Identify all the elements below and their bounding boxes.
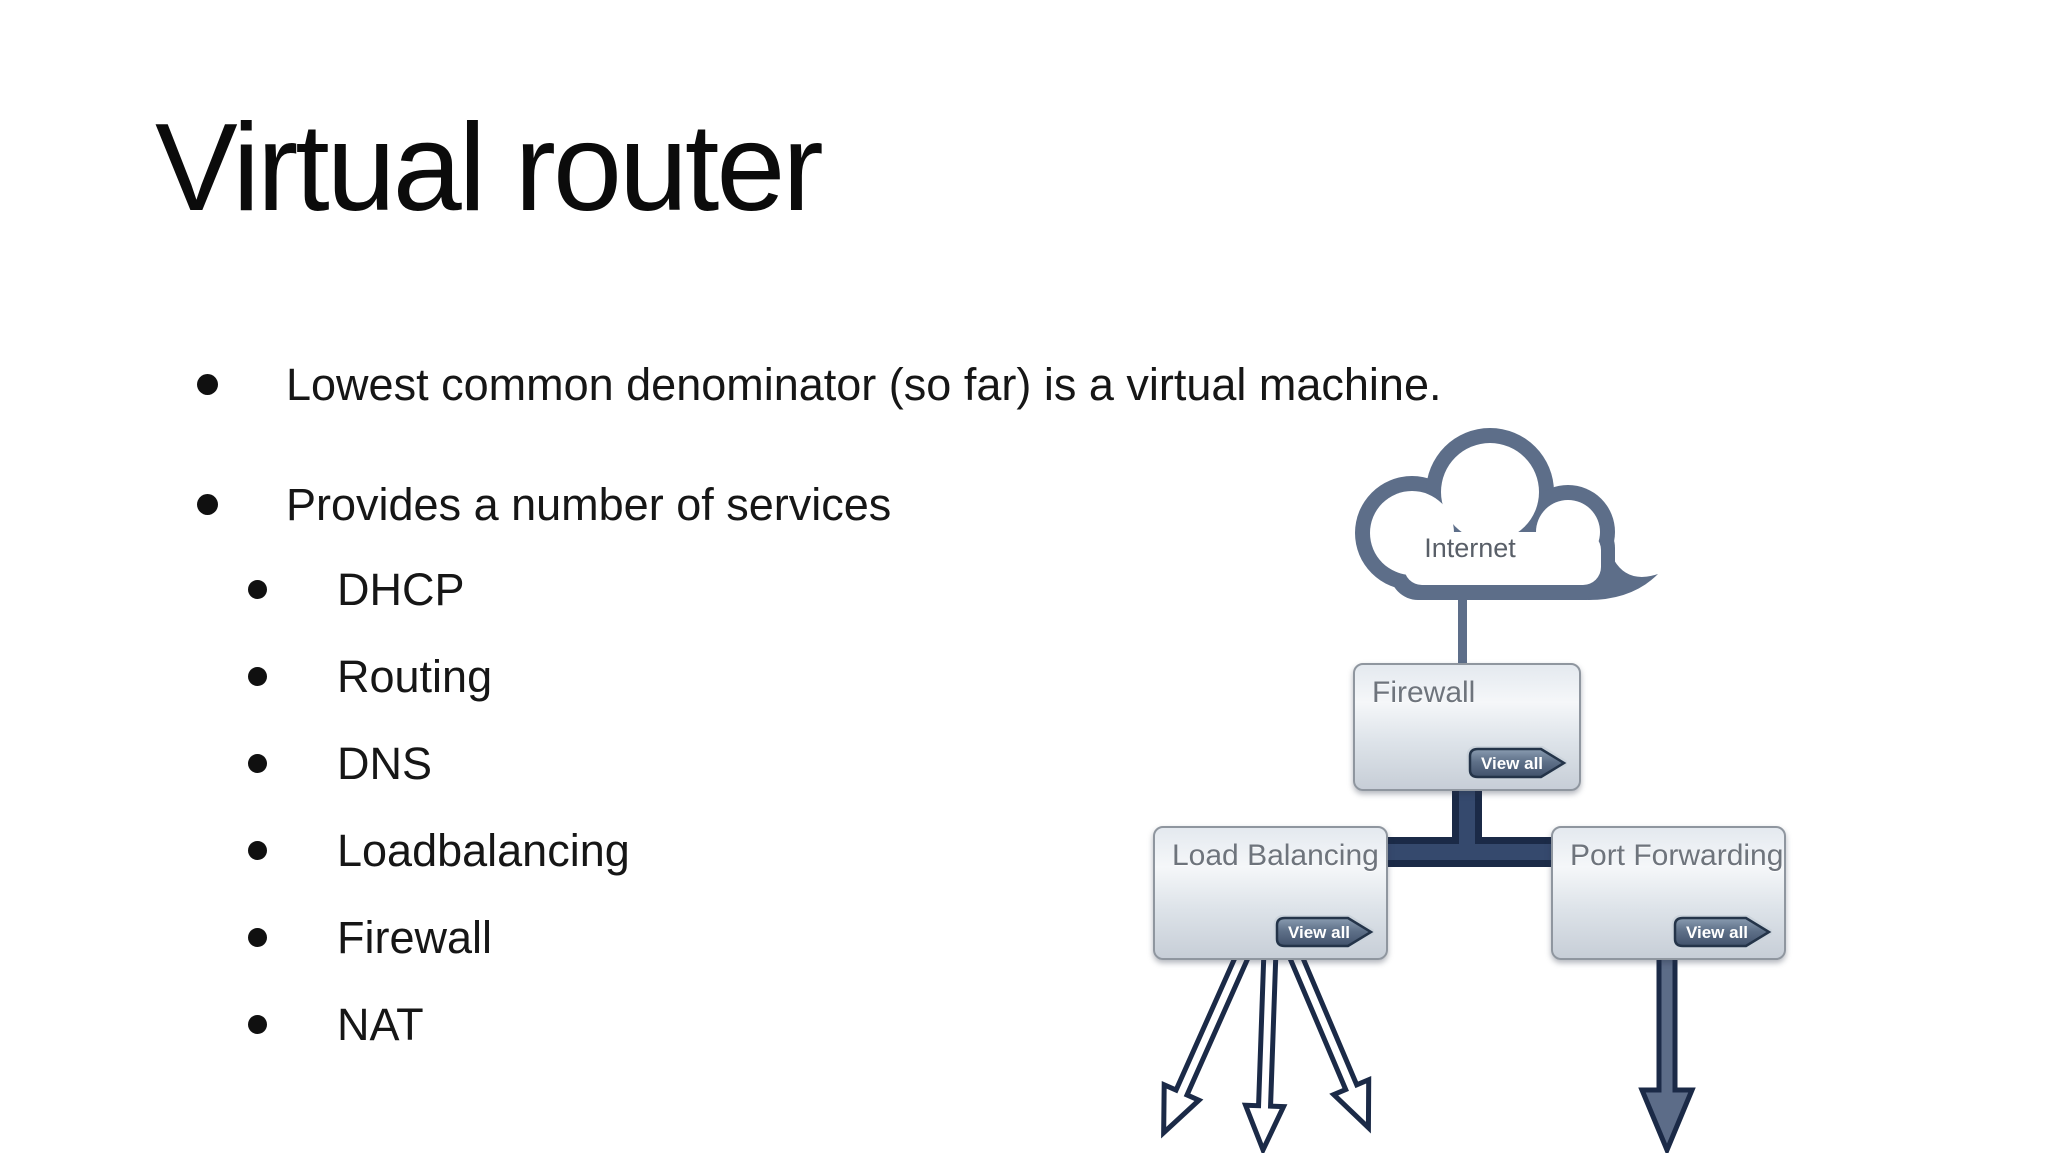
sub-bullet-text: Loadbalancing [337,825,630,876]
sub-bullet-text: Routing [337,651,493,702]
load-balancing-node: Load Balancing View all [1153,826,1388,960]
bullet-dot [248,841,267,860]
bullet-dot [248,754,267,773]
sub-bullet-text: NAT [337,999,424,1050]
down-arrow-icon [1638,949,1696,1153]
view-all-button[interactable]: View all [1670,915,1772,949]
bullet-item: Provides a number of services [197,478,1706,532]
bullet-dot [248,928,267,947]
view-all-button[interactable]: View all [1272,915,1374,949]
bullet-dot [197,374,218,395]
bullet-dot [248,667,267,686]
firewall-node: Firewall View all [1353,663,1581,791]
bullet-dot [248,1015,267,1034]
cloud-connector-line [1458,592,1467,667]
bullet-item: Lowest common denominator (so far) is a … [197,358,1706,412]
page-title: Virtual router [155,99,824,237]
view-all-button-label: View all [1686,923,1748,942]
port-forwarding-node: Port Forwarding View all [1551,826,1786,960]
sub-bullet-item: DNS [248,737,432,791]
view-all-button[interactable]: View all [1465,746,1567,780]
node-label: Firewall [1372,676,1476,709]
sub-bullet-item: Firewall [248,911,492,965]
node-label: Load Balancing [1172,839,1379,872]
sub-bullet-item: Loadbalancing [248,824,630,878]
node-label: Port Forwarding [1570,839,1784,872]
bullet-text: Lowest common denominator (so far) is a … [286,359,1442,410]
bullet-dot [248,580,267,599]
sub-bullet-item: Routing [248,650,492,704]
sub-bullet-item: NAT [248,998,424,1052]
bullet-dot [197,494,218,515]
cloud-label: Internet [1424,533,1516,563]
sub-bullet-text: DNS [337,738,433,789]
fanout-arrows-icon [1161,944,1372,1153]
tree-connector-lines [1384,786,1554,867]
sub-bullet-item: DHCP [248,563,465,617]
sub-bullet-text: DHCP [337,564,465,615]
view-all-button-label: View all [1288,923,1350,942]
view-all-button-label: View all [1481,754,1543,773]
bullet-text: Provides a number of services [286,479,892,530]
sub-bullet-text: Firewall [337,912,493,963]
